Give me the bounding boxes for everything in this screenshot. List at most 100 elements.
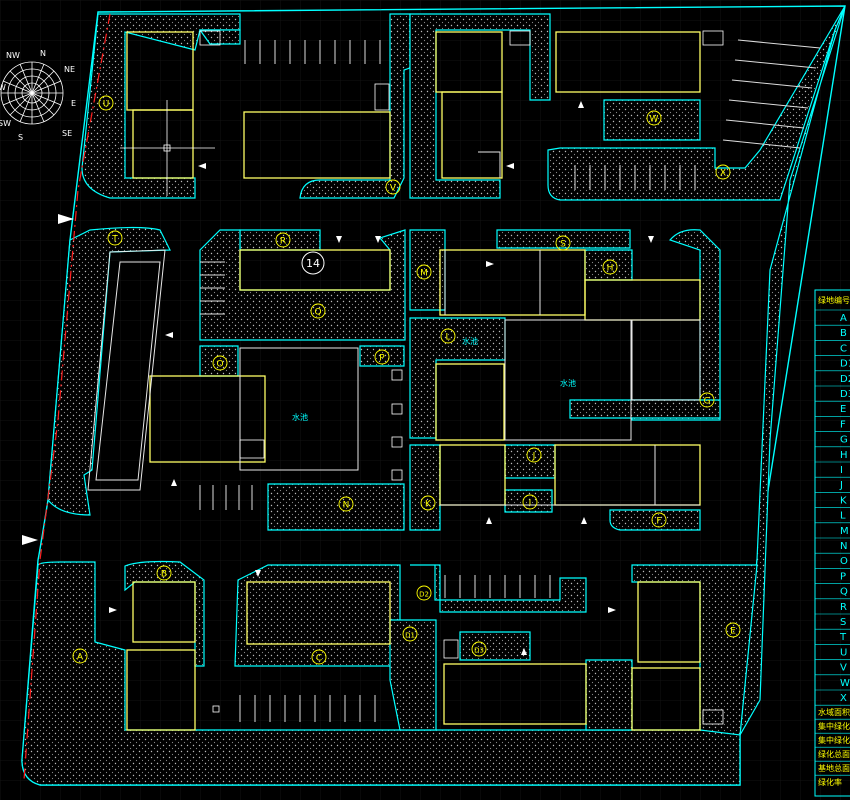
- plot-label-h: H: [607, 264, 614, 274]
- plot-label-circle-n: [338, 496, 354, 512]
- plot-label-i: I: [529, 499, 532, 509]
- west-angled-building-inner: [95, 261, 161, 481]
- building-sw-1: [132, 581, 196, 643]
- legend-footer-label: 绿化总面积: [818, 749, 850, 759]
- building-se-2: [631, 667, 701, 731]
- pool-1: [239, 347, 359, 471]
- green-zone-k: [409, 444, 441, 531]
- building-ne-1: [555, 31, 701, 93]
- plot-label-b: B: [161, 570, 167, 580]
- pool-label-1: 水池: [292, 412, 308, 422]
- green-zone-u: [81, 13, 241, 199]
- compass-rose: [0, 61, 64, 125]
- plot-label-circle-b: [156, 565, 172, 581]
- compass-letter-s: S: [18, 133, 23, 142]
- building-number-marker: 14: [301, 251, 325, 275]
- legend-row-label: X: [840, 693, 847, 704]
- plot-label-n: N: [343, 501, 350, 511]
- plot-label-g: G: [704, 397, 711, 407]
- entrance-arrow-1: [58, 214, 74, 224]
- plot-label-t: T: [111, 235, 118, 245]
- white-linework: [87, 151, 701, 506]
- green-zone-n: [267, 483, 405, 531]
- legend-row-label: W: [840, 678, 850, 689]
- plot-label-circle-e: [725, 622, 741, 638]
- plot-label-circle-p: [374, 349, 390, 365]
- legend-row-label: B: [840, 328, 847, 339]
- building-mid-3: [435, 363, 505, 441]
- plot-label-o: O: [216, 360, 223, 370]
- legend-row-label: S: [840, 617, 846, 628]
- legend-row-label: Q: [840, 587, 848, 598]
- building-s-2: [443, 663, 587, 725]
- green-zone-south-mid: [585, 659, 633, 731]
- entrance-arrow-2: [22, 535, 38, 545]
- plot-label-c: C: [316, 654, 322, 664]
- legend-table: 绿地编号 ABCD1D2D3EFGHIJKLMNOPQRSTUVWX水域面积集中…: [814, 289, 850, 797]
- plot-label-circle-g: [699, 392, 715, 408]
- stair-blocks: [199, 30, 724, 725]
- legend-row-label: A: [840, 313, 847, 324]
- west-angled-building: [87, 249, 166, 491]
- plot-label-d1: D1: [405, 632, 415, 640]
- legend-footer-label: 绿化率: [818, 777, 842, 787]
- building-number-text: 14: [306, 257, 320, 270]
- plot-label-k: K: [425, 500, 432, 510]
- plot-label-circle-d3: [471, 641, 487, 657]
- building-sw-2: [126, 649, 196, 731]
- building-s-1: [246, 581, 391, 645]
- plot-label-circle-t: [107, 230, 123, 246]
- legend-footer-label: 集中绿化率: [818, 735, 850, 745]
- building-n-1: [243, 111, 391, 179]
- survey-crosshair: [120, 100, 215, 196]
- plot-label-circle-f: [651, 512, 667, 528]
- compass-letter-n: N: [40, 49, 46, 58]
- building-n-3: [441, 91, 503, 179]
- plot-label-circle-w: [646, 110, 662, 126]
- legend-row-label: K: [840, 495, 847, 506]
- legend-row-label: H: [840, 450, 848, 461]
- green-zone-q: [199, 229, 406, 341]
- green-zone-g: [569, 399, 721, 419]
- plot-label-l: L: [445, 333, 450, 343]
- legend-row-label: O: [840, 556, 848, 567]
- green-zone-j: [504, 444, 556, 479]
- legend-row-label: C: [840, 343, 847, 354]
- legend-row-label: J: [839, 480, 843, 491]
- green-zone-d2: [410, 564, 587, 613]
- compass-letter-ne: NE: [64, 65, 75, 74]
- plot-label-u: U: [103, 100, 110, 110]
- pool-label-2: 水池: [560, 378, 576, 388]
- plot-label-v: V: [390, 184, 397, 194]
- green-zone-x: [547, 5, 846, 201]
- plot-label-circle-c: [311, 649, 327, 665]
- legend-footer-label: 集中绿化面积: [818, 721, 850, 731]
- legend-frame: [814, 289, 850, 797]
- plot-label-circle-i: [522, 494, 538, 510]
- plot-label-circle-k: [420, 495, 436, 511]
- green-zone-f: [609, 509, 701, 531]
- green-zone-d1: [389, 619, 437, 731]
- plot-label-circle-j: [526, 447, 542, 463]
- legend-row-label: P: [840, 571, 846, 582]
- green-zone-v: [299, 13, 411, 199]
- plot-label-circle-x: [715, 164, 731, 180]
- compass-letters: N NE E SE S SW W NW: [0, 49, 76, 142]
- legend-footer-label: 基地总面积: [818, 763, 850, 773]
- green-zone-p: [359, 345, 405, 367]
- parking-stripes: [199, 39, 821, 722]
- plot-label-circle-h: [602, 259, 618, 275]
- green-zone-l: [409, 317, 506, 439]
- plot-label-circle-l: [440, 328, 456, 344]
- compass-letter-nw: NW: [6, 51, 20, 60]
- legend-row-label: U: [840, 647, 847, 658]
- legend-footer-label: 水域面积: [818, 707, 850, 717]
- green-zones: [21, 5, 846, 786]
- legend-row-label: V: [840, 663, 847, 674]
- green-zone-s: [496, 229, 631, 249]
- green-zone-center-top: [409, 13, 551, 199]
- entrance-arrows: [22, 101, 654, 655]
- legend-row-label: I: [840, 465, 843, 476]
- plot-label-circle-u: [98, 95, 114, 111]
